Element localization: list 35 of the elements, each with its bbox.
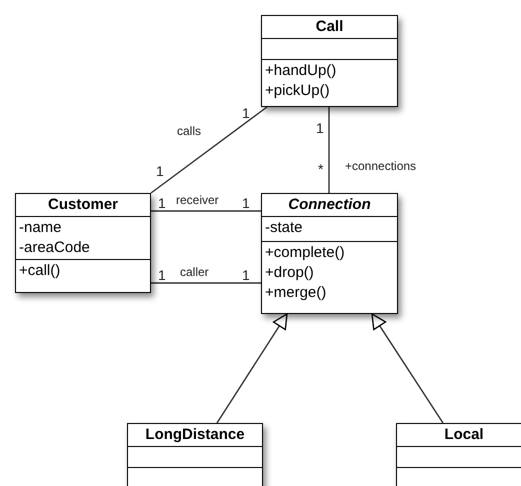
attribute: -state <box>265 218 304 238</box>
class-name: Connection <box>262 194 397 217</box>
class-name: LongDistance <box>128 424 262 447</box>
multiplicity-label: 1 <box>242 268 250 282</box>
edge-label: calls <box>177 124 202 138</box>
class-box <box>15 193 151 293</box>
association-line <box>328 107 330 193</box>
association-line <box>150 106 268 194</box>
operation: +pickUp() <box>265 81 331 101</box>
attribute: -name <box>19 218 63 238</box>
operation: +complete() <box>265 243 346 263</box>
generalization-arrow <box>216 313 288 424</box>
class-box <box>261 15 398 107</box>
edge-label: receiver <box>176 193 219 207</box>
multiplicity-label: 1 <box>242 106 250 120</box>
edge-label: caller <box>180 265 209 279</box>
operation: +drop() <box>265 263 315 283</box>
multiplicity-label: 1 <box>158 196 166 210</box>
operation: +handUp() <box>265 61 338 81</box>
association-line <box>151 210 261 212</box>
attribute: -areaCode <box>19 238 91 258</box>
operation: +merge() <box>265 283 328 303</box>
multiplicity-label: 1 <box>242 196 250 210</box>
edge-label: +connections <box>345 159 416 173</box>
class-name: Local <box>397 424 521 447</box>
class-box <box>261 193 398 314</box>
association-line <box>151 282 261 284</box>
operation: +call() <box>19 261 62 281</box>
generalization-arrow <box>371 313 444 424</box>
multiplicity-label: 1 <box>156 164 164 178</box>
class-name: Call <box>262 16 397 39</box>
multiplicity-label: * <box>318 162 324 176</box>
multiplicity-label: 1 <box>316 121 324 135</box>
multiplicity-label: 1 <box>158 268 166 282</box>
class-name: Customer <box>16 194 150 217</box>
